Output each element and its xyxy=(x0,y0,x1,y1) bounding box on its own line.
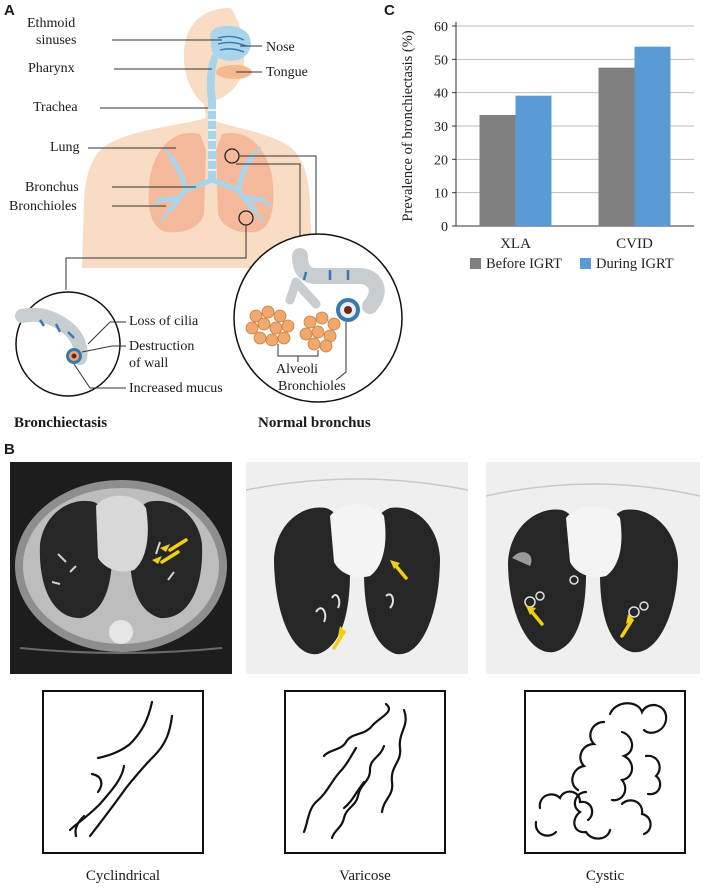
y-tick-label: 20 xyxy=(434,153,448,168)
bar-xla-before xyxy=(479,115,516,226)
label-bronchioles: Bronchioles xyxy=(9,199,77,214)
x-tick-label: XLA xyxy=(500,236,531,252)
label-destruction: Destruction xyxy=(129,339,195,354)
legend-label: During IGRT xyxy=(596,256,674,272)
legend-label: Before IGRT xyxy=(486,256,562,272)
label-trachea: Trachea xyxy=(33,100,78,115)
label-normal-bronchioles: Bronchioles xyxy=(278,379,346,394)
y-axis-label: Prevalence of bronchiectasis (%) xyxy=(400,30,416,221)
panel-c-letter: C xyxy=(384,2,395,19)
panel-b-letter: B xyxy=(4,441,15,458)
bar-xla-during xyxy=(515,95,552,227)
label-bronchus: Bronchus xyxy=(25,180,79,195)
y-tick-label: 0 xyxy=(441,220,448,235)
bar-cvid-during xyxy=(634,46,671,226)
label-tongue: Tongue xyxy=(266,65,308,80)
y-tick-label: 10 xyxy=(434,187,448,202)
sketch-cylindrical xyxy=(42,690,204,854)
caption-cylindrical: Cyclindrical xyxy=(85,868,161,884)
y-tick-label: 40 xyxy=(434,87,448,102)
sketch-varicose xyxy=(284,690,446,854)
caption-bronchiectasis: Bronchiectasis xyxy=(14,415,108,431)
legend-swatch xyxy=(580,258,591,269)
sketch-cystic xyxy=(524,690,686,854)
caption-cystic: Cystic xyxy=(585,868,625,884)
label-sinuses: sinuses xyxy=(36,33,77,48)
panel-a-letter: A xyxy=(4,2,15,19)
label-pharynx: Pharynx xyxy=(28,61,75,76)
ct-scan-varicose xyxy=(246,462,468,674)
label-of-wall: of wall xyxy=(129,356,169,371)
label-loss-of-cilia: Loss of cilia xyxy=(129,314,199,329)
caption-varicose: Varicose xyxy=(339,868,391,884)
y-tick-label: 60 xyxy=(434,20,448,35)
ct-scan-cystic xyxy=(486,462,700,674)
y-tick-label: 50 xyxy=(434,53,448,68)
x-tick-label: CVID xyxy=(616,236,653,252)
legend-swatch xyxy=(470,258,481,269)
y-tick-label: 30 xyxy=(434,120,448,135)
label-increased-mucus: Increased mucus xyxy=(129,381,223,396)
label-lung: Lung xyxy=(50,140,80,155)
respiratory-anatomy-illustration xyxy=(15,8,403,403)
bar-cvid-before xyxy=(598,67,635,226)
ct-scan-cylindrical xyxy=(10,462,232,674)
label-ethmoid: Ethmoid xyxy=(27,16,76,31)
label-alveoli: Alveoli xyxy=(276,362,318,377)
label-nose: Nose xyxy=(266,40,295,55)
caption-normal-bronchus: Normal bronchus xyxy=(258,415,371,431)
